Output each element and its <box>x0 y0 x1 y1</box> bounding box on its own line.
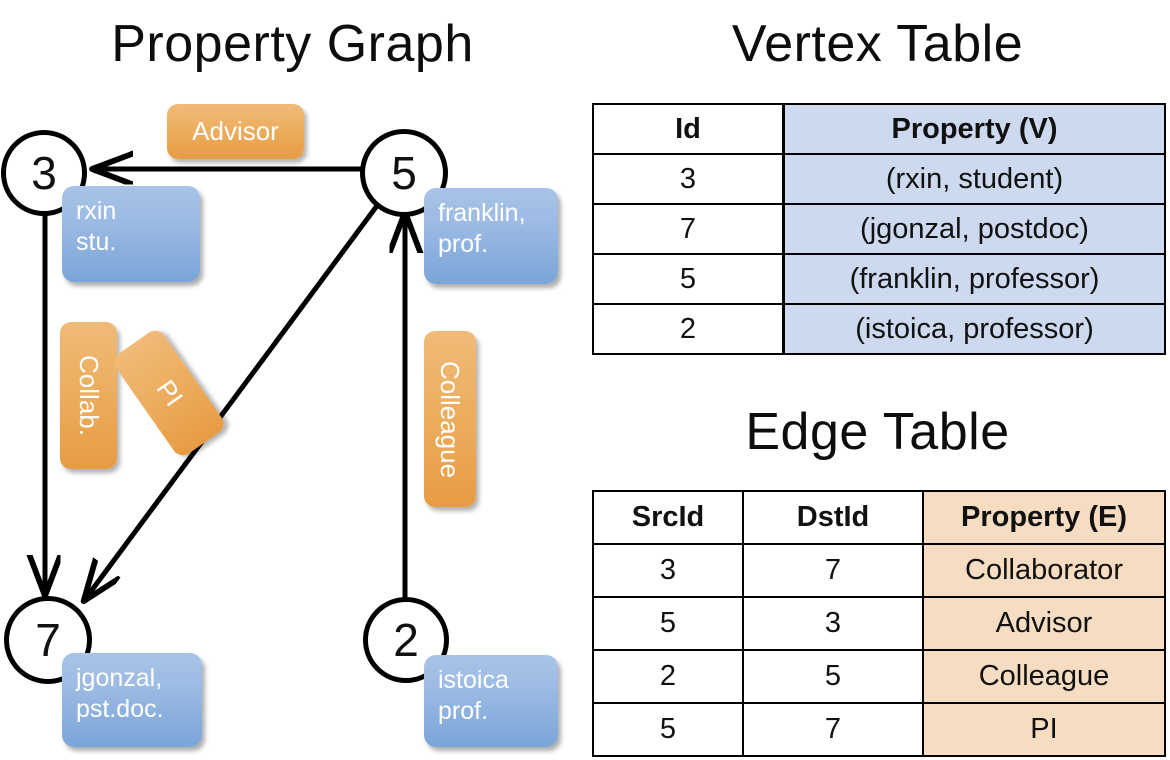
table-row[interactable]: 2 (istoica, professor) <box>592 303 1166 355</box>
vertex-table-cell-property: (istoica, professor) <box>782 303 1166 355</box>
graph-property-franklin-line1: franklin, <box>438 199 526 227</box>
graph-property-box-franklin[interactable]: franklin, prof. <box>424 188 558 284</box>
graph-vertex-2-label: 2 <box>393 614 419 666</box>
edge-table-header-srcid: SrcId <box>592 490 744 545</box>
graph-edge-label-colleague[interactable]: Colleague <box>424 331 476 507</box>
graph-vertex-7-label: 7 <box>35 614 61 666</box>
vertex-table-cell-property: (jgonzal, postdoc) <box>782 203 1166 255</box>
graph-edge-label-pi-text: PI <box>150 374 189 412</box>
vertex-table-cell-id: 7 <box>592 203 785 255</box>
graph-edge-label-collab[interactable]: Collab. <box>60 322 117 469</box>
edge-table-cell-dstid: 3 <box>742 596 924 651</box>
vertex-table-cell-property: (rxin, student) <box>782 153 1166 205</box>
edge-table-cell-dstid: 5 <box>742 649 924 704</box>
edge-table-cell-srcid: 3 <box>592 543 744 598</box>
graph-property-istoica-line2: prof. <box>438 697 489 726</box>
graph-vertex-2[interactable]: 2 <box>363 597 449 683</box>
graph-property-jgonzal-line1: jgonzal, <box>76 664 163 692</box>
edge-table-header-dstid: DstId <box>742 490 924 545</box>
vertex-table-header-property: Property (V) <box>782 103 1166 155</box>
edge-table-cell-srcid: 5 <box>592 596 744 651</box>
edge-table-cell-srcid: 2 <box>592 649 744 704</box>
graph-edge-label-colleague-text: Colleague <box>435 360 466 478</box>
graph-property-box-istoica[interactable]: istoica prof. <box>424 655 558 747</box>
graph-edge-label-advisor-text: Advisor <box>192 116 279 146</box>
property-graph-diagram: 3 5 7 2 rxin stu. franklin, prof. jgonza… <box>0 0 585 760</box>
graph-edges-svg <box>0 0 585 760</box>
vertex-table-cell-id: 3 <box>592 153 785 205</box>
table-row[interactable]: 3 (rxin, student) <box>592 153 1166 205</box>
vertex-table-header-row: Id Property (V) <box>592 103 1166 155</box>
vertex-table-header-id: Id <box>592 103 785 155</box>
graph-edge-label-advisor[interactable]: Advisor <box>167 104 304 159</box>
graph-property-box-rxin[interactable]: rxin stu. <box>62 186 200 282</box>
vertex-table: Id Property (V) 3 (rxin, student) 7 (jgo… <box>592 103 1166 355</box>
edge-table-cell-property: PI <box>922 702 1166 757</box>
graph-property-franklin-line2: prof. <box>438 230 489 259</box>
edge-table-header-property: Property (E) <box>922 490 1166 545</box>
graph-vertex-3-label: 3 <box>31 147 57 199</box>
graph-vertex-5-label: 5 <box>391 147 417 199</box>
graph-property-rxin-line2: stu. <box>76 228 117 257</box>
edge-table: SrcId DstId Property (E) 3 7 Collaborato… <box>592 490 1166 757</box>
edge-table-cell-dstid: 7 <box>742 543 924 598</box>
vertex-table-cell-id: 2 <box>592 303 785 355</box>
table-row[interactable]: 2 5 Colleague <box>592 649 1166 704</box>
table-row[interactable]: 5 7 PI <box>592 702 1166 757</box>
table-row[interactable]: 3 7 Collaborator <box>592 543 1166 598</box>
page-title-edge-table: Edge Table <box>745 403 1010 461</box>
edge-table-cell-dstid: 7 <box>742 702 924 757</box>
table-row[interactable]: 5 3 Advisor <box>592 596 1166 651</box>
table-row[interactable]: 5 (franklin, professor) <box>592 253 1166 305</box>
vertex-table-cell-property: (franklin, professor) <box>782 253 1166 305</box>
edge-table-header-row: SrcId DstId Property (E) <box>592 490 1166 545</box>
vertex-table-cell-id: 5 <box>592 253 785 305</box>
page-title-vertex-table: Vertex Table <box>731 15 1024 73</box>
edge-table-cell-property: Collaborator <box>922 543 1166 598</box>
graph-property-jgonzal-line2: pst.doc. <box>76 695 164 724</box>
page-title-property-graph: Property Graph <box>111 15 474 73</box>
edge-table-cell-srcid: 5 <box>592 702 744 757</box>
table-row[interactable]: 7 (jgonzal, postdoc) <box>592 203 1166 255</box>
graph-edge-label-collab-text: Collab. <box>74 355 104 436</box>
graph-property-box-jgonzal[interactable]: jgonzal, pst.doc. <box>62 653 202 747</box>
graph-property-istoica-line1: istoica <box>438 666 509 694</box>
graph-edge-5-to-7 <box>86 201 382 598</box>
edge-table-cell-property: Colleague <box>922 649 1166 704</box>
edge-table-cell-property: Advisor <box>922 596 1166 651</box>
graph-property-rxin-line1: rxin <box>76 197 117 225</box>
